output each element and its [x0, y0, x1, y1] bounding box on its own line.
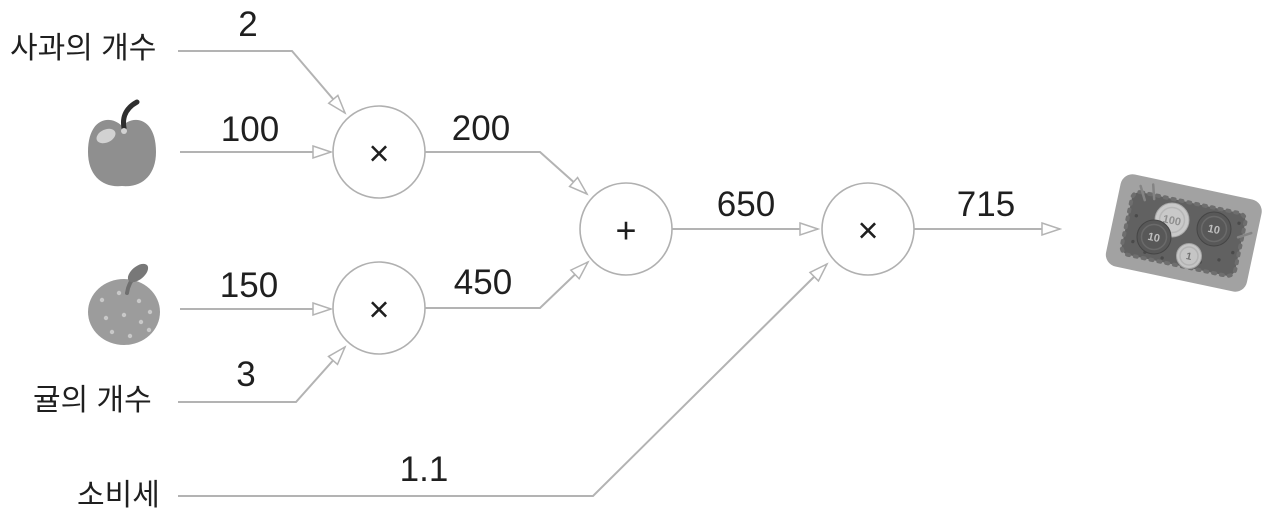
subtotal-value: 650 — [717, 185, 775, 224]
coin-1-label: 1 — [1185, 251, 1193, 263]
edge-apple-count — [178, 50, 345, 113]
add-node — [579, 182, 673, 276]
apple-price-value: 100 — [221, 110, 279, 149]
tax-label: 소비세 — [77, 479, 160, 512]
apple-icon — [88, 99, 156, 187]
edge-tax — [178, 264, 827, 497]
apple-count-label: 사과의 개수 — [10, 32, 156, 65]
total-value: 715 — [957, 185, 1015, 224]
tangerine-count-value: 3 — [236, 355, 255, 394]
coin-10-left-label: 10 — [1147, 231, 1161, 245]
coin-10-right-label: 10 — [1207, 223, 1221, 237]
tangerine-count-label: 귤의 개수 — [33, 384, 152, 417]
tangerine-icon — [88, 263, 160, 345]
apple-total-value: 200 — [452, 109, 510, 148]
apple-mul-node — [332, 105, 426, 199]
edge-tangerine-count — [178, 347, 345, 403]
tax-mul-node — [821, 182, 915, 276]
tax-mul-operator: × — [857, 210, 878, 251]
coin-100-label: 100 — [1162, 213, 1182, 229]
coin-1: 1 — [1176, 243, 1202, 269]
apple-count-value: 2 — [238, 5, 257, 44]
add-operator: + — [615, 210, 636, 251]
coin-10-left: 10 — [1136, 219, 1172, 255]
tax-rate-value: 1.1 — [400, 450, 449, 489]
edge-tangerine-total — [425, 262, 588, 309]
apple-mul-operator: × — [368, 133, 389, 174]
tangerine-mul-node — [332, 261, 426, 355]
money-tray-icon: 100 10 10 1 — [1105, 174, 1262, 292]
tangerine-price-value: 150 — [220, 266, 278, 305]
coin-10-right: 10 — [1196, 211, 1232, 247]
tangerine-mul-operator: × — [368, 289, 389, 330]
edge-apple-total — [425, 151, 587, 194]
tangerine-total-value: 450 — [454, 263, 512, 302]
